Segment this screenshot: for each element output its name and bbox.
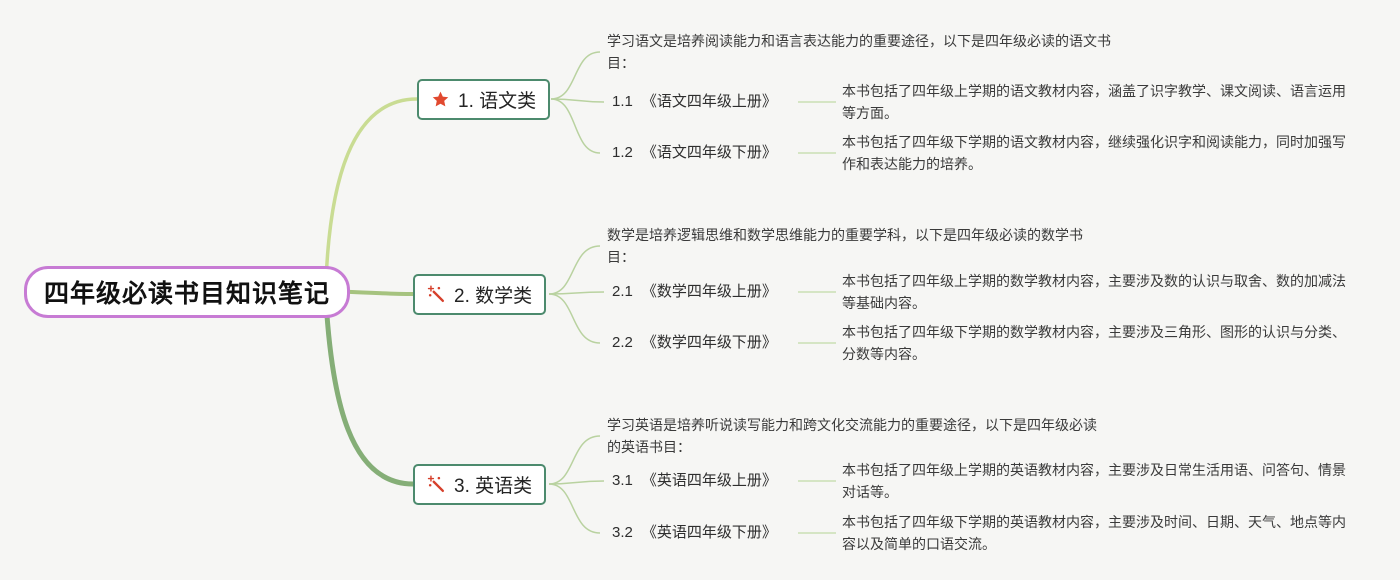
- item-title: 《数学四年级上册》: [641, 283, 777, 300]
- item-title: 《英语四年级上册》: [641, 472, 777, 489]
- book-item-label[interactable]: 1.2 《语文四年级下册》: [612, 142, 777, 163]
- link-root-english: [323, 298, 416, 487]
- item-title: 《数学四年级下册》: [641, 334, 777, 351]
- item-title: 《英语四年级下册》: [641, 524, 777, 541]
- branch-label: 3. 英语类: [454, 476, 533, 497]
- book-item-description[interactable]: 本书包括了四年级上学期的语文教材内容，涵盖了识字教学、课文阅读、语言运用等方面。: [842, 83, 1346, 121]
- item-number: 3.2: [612, 524, 633, 541]
- branch-node-math[interactable]: 2. 数学类: [413, 274, 547, 315]
- book-item-label[interactable]: 2.2 《数学四年级下册》: [612, 332, 777, 353]
- wand-icon: [427, 285, 446, 304]
- book-item-label[interactable]: 2.1 《数学四年级上册》: [612, 281, 777, 302]
- branch-label: 1. 语文类: [458, 91, 537, 112]
- book-item-description[interactable]: 本书包括了四年级上学期的英语教材内容，主要涉及日常生活用语、问答句、情景对话等。: [842, 462, 1346, 500]
- branch-node-english[interactable]: 3. 英语类: [413, 464, 547, 505]
- item-number: 1.1: [612, 93, 633, 110]
- wand-icon: [427, 475, 446, 494]
- root-node[interactable]: 四年级必读书目知识笔记: [24, 266, 351, 318]
- book-item-description[interactable]: 本书包括了四年级下学期的数学教材内容，主要涉及三角形、图形的认识与分类、分数等内…: [842, 324, 1346, 362]
- book-item-label[interactable]: 3.1 《英语四年级上册》: [612, 470, 777, 491]
- item-number: 2.2: [612, 334, 633, 351]
- book-item-description[interactable]: 本书包括了四年级下学期的语文教材内容，继续强化识字和阅读能力，同时加强写作和表达…: [842, 134, 1346, 172]
- star-icon: [431, 90, 450, 109]
- branch-intro-english[interactable]: 学习英语是培养听说读写能力和跨文化交流能力的重要途径，以下是四年级必读的英语书目…: [607, 417, 1097, 455]
- book-item-label[interactable]: 1.1 《语文四年级上册》: [612, 91, 777, 112]
- item-title: 《语文四年级下册》: [641, 144, 777, 161]
- item-number: 2.1: [612, 283, 633, 300]
- branch-node-chinese[interactable]: 1. 语文类: [417, 79, 551, 120]
- book-item-description[interactable]: 本书包括了四年级下学期的英语教材内容，主要涉及时间、日期、天气、地点等内容以及简…: [842, 514, 1346, 552]
- branch-label: 2. 数学类: [454, 286, 533, 307]
- item-number: 3.1: [612, 472, 633, 489]
- branch-intro-math[interactable]: 数学是培养逻辑思维和数学思维能力的重要学科，以下是四年级必读的数学书目：: [607, 227, 1083, 265]
- book-item-label[interactable]: 3.2 《英语四年级下册》: [612, 522, 777, 543]
- branch-intro-chinese[interactable]: 学习语文是培养阅读能力和语言表达能力的重要途径，以下是四年级必读的语文书目：: [607, 33, 1111, 71]
- book-item-description[interactable]: 本书包括了四年级上学期的数学教材内容，主要涉及数的认识与取舍、数的加减法等基础内…: [842, 273, 1346, 311]
- item-title: 《语文四年级上册》: [641, 93, 777, 110]
- link-root-chinese: [324, 97, 419, 283]
- item-number: 1.2: [612, 144, 633, 161]
